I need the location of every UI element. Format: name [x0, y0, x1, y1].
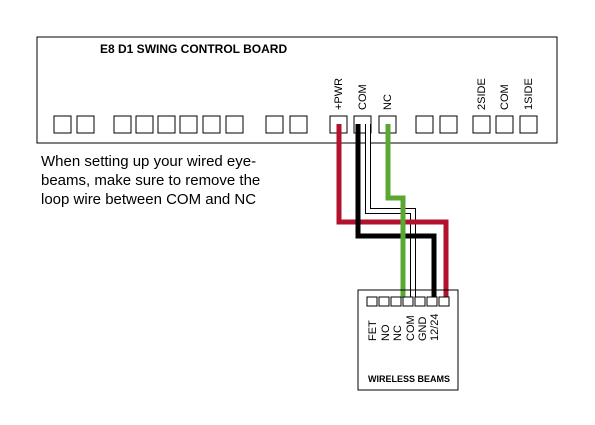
label-com: COM — [357, 84, 369, 110]
beam-terminal-no — [378, 296, 390, 307]
beam-terminal-com — [402, 296, 414, 307]
beam-terminal-fet — [366, 296, 378, 307]
terminal — [415, 115, 434, 134]
beam-label-gnd: GND — [417, 317, 429, 342]
terminal — [53, 115, 72, 134]
beam-terminal-extra — [438, 296, 450, 307]
terminal — [225, 115, 244, 134]
terminal — [289, 115, 308, 134]
terminal-com2 — [495, 115, 514, 134]
beam-terminals — [366, 296, 450, 307]
terminal — [265, 115, 284, 134]
terminal-1side — [519, 115, 538, 134]
terminal — [157, 115, 176, 134]
white-wire — [366, 124, 415, 298]
beam-label-no: NO — [380, 324, 392, 341]
wiring-note-line-3: loop wire between COM and NC — [41, 191, 257, 208]
control-board-title: E8 D1 SWING CONTROL BOARD — [100, 42, 287, 56]
terminal — [135, 115, 154, 134]
terminal — [202, 115, 221, 134]
label-com2: COM — [499, 84, 511, 110]
beam-label-com: COM — [405, 315, 417, 341]
beam-terminal-1224 — [426, 296, 438, 307]
terminal — [76, 115, 95, 134]
control-board: E8 D1 SWING CONTROL BOARD +PWR COM — [36, 36, 558, 144]
black-wire — [355, 124, 437, 298]
beam-terminal-nc — [390, 296, 402, 307]
wiring-note-line-1: When setting up your wired eye- — [41, 153, 257, 170]
wiring-note-line-2: beams, make sure to remove the — [41, 172, 261, 189]
wireless-beams-outline — [357, 289, 459, 391]
label-nc: NC — [382, 94, 394, 110]
beam-label-1224: 12/24 — [429, 313, 441, 341]
wireless-beams-title: WIRELESS BEAMS — [368, 374, 450, 384]
beam-label-fet: FET — [367, 320, 379, 341]
green-wire — [385, 124, 406, 298]
wires — [336, 124, 449, 298]
label-pwr: +PWR — [333, 78, 345, 110]
terminal — [179, 115, 198, 134]
terminal — [113, 115, 132, 134]
beam-label-nc: NC — [392, 325, 404, 341]
label-2side: 2SIDE — [476, 78, 488, 110]
label-1side: 1SIDE — [523, 78, 535, 110]
terminal-2side — [472, 115, 491, 134]
wireless-beams: FET NO NC COM GND 12/24 WIRELESS BEAMS — [357, 289, 459, 391]
terminal — [439, 115, 458, 134]
beam-terminal-gnd — [414, 296, 426, 307]
wiring-note: When setting up your wired eye- beams, m… — [41, 152, 301, 209]
red-wire — [336, 124, 449, 298]
